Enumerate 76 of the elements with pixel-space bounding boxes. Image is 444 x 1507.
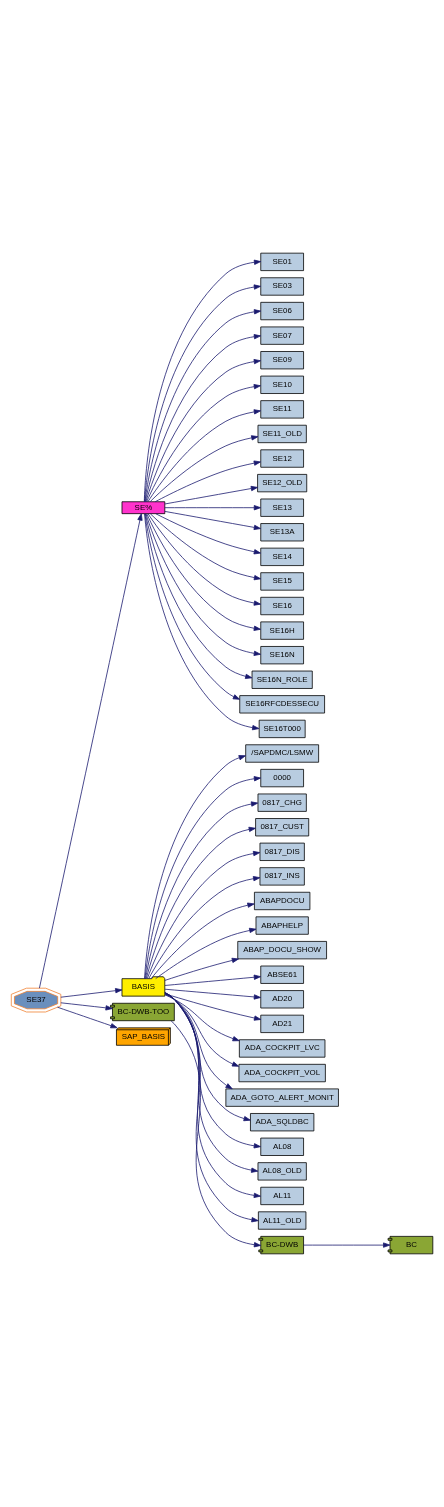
node-box: 0817_INS bbox=[259, 867, 305, 886]
node-box: AL08 bbox=[260, 1137, 304, 1156]
node-box: ADA_GOTO_ALERT_MONIT bbox=[225, 1088, 339, 1107]
node-box: SE16N_ROLE bbox=[251, 670, 313, 689]
node-box: SE12_OLD bbox=[257, 474, 308, 493]
node-box: AD21 bbox=[260, 1014, 304, 1033]
node-box: SE06 bbox=[260, 301, 304, 321]
arrow bbox=[145, 826, 256, 979]
node-box: ABAP_DOCU_SHOW bbox=[237, 941, 327, 960]
node-box: SE16RFCDESSECU bbox=[239, 695, 325, 714]
arrow bbox=[146, 384, 261, 503]
arrow bbox=[150, 902, 255, 980]
arrow bbox=[164, 957, 239, 981]
arrow bbox=[144, 513, 260, 731]
arrow bbox=[145, 513, 261, 656]
node-box: ADA_COCKPIT_LVC bbox=[238, 1039, 326, 1058]
arrow bbox=[147, 409, 261, 503]
node-box: SE16N bbox=[260, 646, 304, 665]
node-box: SE13A bbox=[260, 523, 304, 542]
arrow bbox=[57, 1006, 118, 1029]
arrow bbox=[60, 1002, 113, 1011]
node-box: SE15 bbox=[260, 572, 304, 591]
arrow bbox=[60, 988, 123, 998]
node-box: ABAPHELP bbox=[255, 916, 309, 935]
node-box: 0817_CUST bbox=[255, 818, 310, 837]
node-box: ADA_COCKPIT_VOL bbox=[238, 1063, 326, 1083]
arrow bbox=[145, 513, 253, 679]
arrow bbox=[164, 485, 258, 505]
node-box: SE03 bbox=[260, 277, 304, 296]
node-box: AL11_OLD bbox=[257, 1211, 307, 1230]
arrow bbox=[164, 988, 261, 1000]
node-box: SE14 bbox=[260, 547, 304, 566]
node-box: AL11 bbox=[260, 1186, 304, 1206]
arrow bbox=[146, 850, 261, 979]
arrow bbox=[164, 505, 261, 511]
arrow bbox=[303, 1242, 391, 1248]
node-box: SE09 bbox=[260, 351, 304, 370]
arrow bbox=[146, 513, 261, 631]
arrow bbox=[164, 511, 261, 530]
node-box: SE16 bbox=[260, 596, 304, 616]
arrow bbox=[144, 513, 241, 700]
node-box: ADA_SQLDBC bbox=[250, 1113, 315, 1132]
node-box: ABSE61 bbox=[260, 965, 304, 984]
node-box: AL08_OLD bbox=[257, 1162, 307, 1181]
node-box: 0000 bbox=[260, 768, 304, 788]
arrow bbox=[164, 974, 261, 986]
node-box: SE11 bbox=[260, 400, 304, 419]
node-box: SE01 bbox=[260, 252, 304, 271]
arrow bbox=[164, 993, 240, 1067]
arrow bbox=[170, 1020, 262, 1248]
node-box: 0817_DIS bbox=[259, 842, 305, 861]
node-box: SE12 bbox=[260, 449, 304, 468]
node-box: SE16H bbox=[260, 621, 304, 640]
arrow bbox=[148, 876, 261, 979]
arrow bbox=[155, 927, 257, 979]
arrow bbox=[144, 755, 246, 979]
arrow bbox=[147, 513, 261, 606]
node-box: SE16T000 bbox=[258, 719, 306, 739]
arrow bbox=[149, 513, 262, 581]
node-box: SE07 bbox=[260, 326, 304, 345]
node-box: /SAPDMC/LSMW bbox=[245, 744, 320, 763]
node-box: SE13 bbox=[260, 498, 304, 517]
node-box: 0817_CHG bbox=[257, 793, 307, 812]
arrow bbox=[164, 993, 233, 1090]
node-box: AD20 bbox=[260, 990, 304, 1009]
node-box: SE% bbox=[121, 501, 166, 515]
arrow bbox=[154, 460, 261, 503]
arrow bbox=[164, 992, 251, 1122]
node-box: SE11_OLD bbox=[257, 424, 307, 444]
arrow bbox=[39, 513, 143, 989]
arrow bbox=[145, 359, 261, 503]
arrow bbox=[149, 435, 259, 502]
node-box: ABAPDOCU bbox=[254, 891, 311, 911]
node-box: SE10 bbox=[260, 375, 304, 394]
arrow bbox=[155, 513, 261, 555]
arrow bbox=[164, 994, 240, 1042]
